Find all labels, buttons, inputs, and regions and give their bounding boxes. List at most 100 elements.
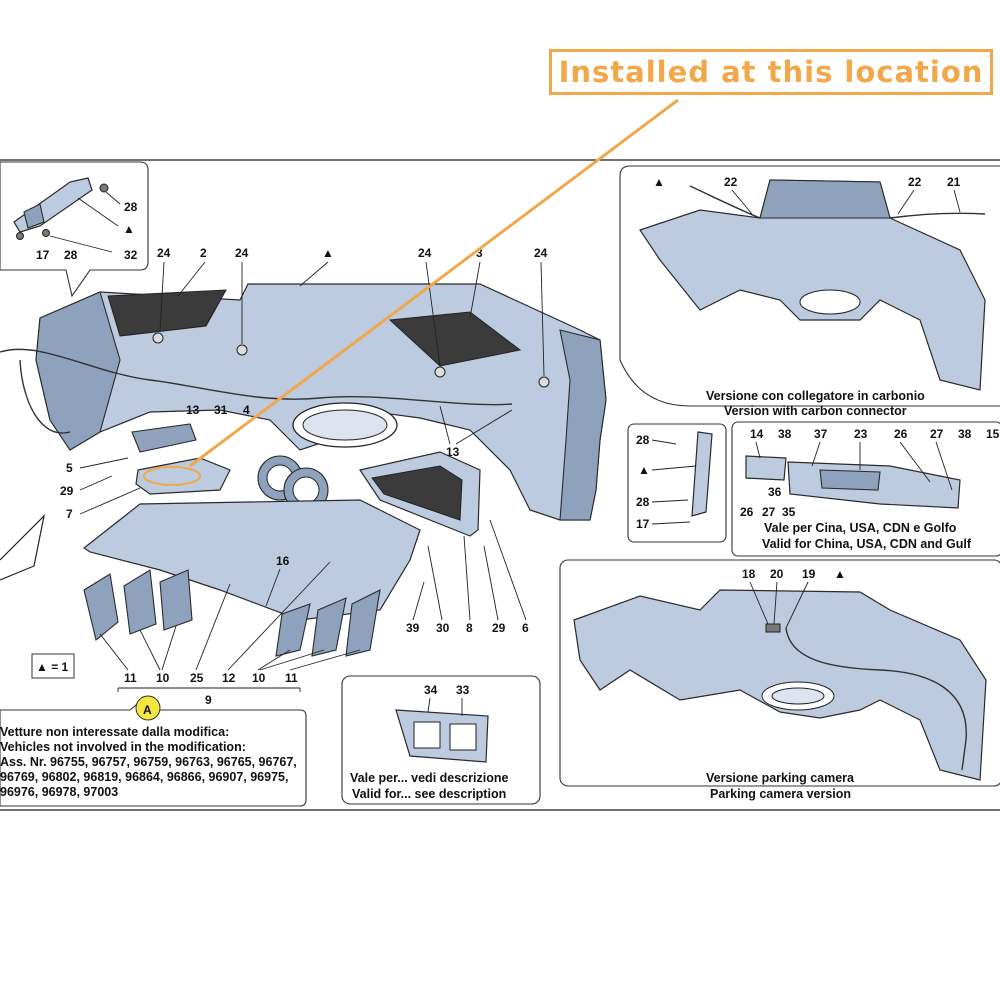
carbon-bumper <box>639 179 986 391</box>
label-38: 38 <box>958 427 972 441</box>
rear-diffuser <box>82 499 421 657</box>
label-24: 24 <box>157 246 171 260</box>
note-line-2: Vehicles not involved in the modificatio… <box>0 740 246 754</box>
label-20: 20 <box>770 567 784 581</box>
label-28: 28 <box>636 495 650 509</box>
callout-pointer <box>189 98 679 468</box>
label-37: 37 <box>814 427 828 441</box>
label-25: 25 <box>190 671 204 685</box>
label-22: 22 <box>724 175 738 189</box>
camera-bumper <box>573 589 987 781</box>
label-11: 11 <box>285 671 298 685</box>
label-12: 12 <box>222 671 236 685</box>
label-13: 13 <box>186 403 200 417</box>
label-6: 6 <box>522 621 529 635</box>
china-parts <box>745 455 961 509</box>
label-32: 32 <box>124 248 138 262</box>
label-14: 14 <box>750 427 764 441</box>
caption-desc-en: Valid for... see description <box>352 787 506 801</box>
label-9: 9 <box>205 693 212 707</box>
triangle-marker: ▲ <box>322 246 334 260</box>
right-mesh <box>371 465 463 521</box>
caption-camera-it: Versione parking camera <box>706 771 855 785</box>
grille-right <box>388 311 522 367</box>
label-16: 16 <box>276 554 290 568</box>
wiring-harness <box>0 348 513 406</box>
label-38: 38 <box>778 427 792 441</box>
label-2: 2 <box>200 246 207 260</box>
note-line-5: 96976, 96978, 97003 <box>0 785 118 799</box>
badge-letter: A <box>143 703 152 717</box>
label-28: 28 <box>124 200 138 214</box>
label-7: 7 <box>66 507 73 521</box>
side-strip <box>691 431 713 517</box>
badge-a <box>135 695 161 721</box>
label-36: 36 <box>768 485 782 499</box>
label-21: 21 <box>947 175 961 189</box>
label-29: 29 <box>492 621 506 635</box>
label-10: 10 <box>156 671 170 685</box>
label-26: 26 <box>740 505 754 519</box>
label-13: 13 <box>446 445 460 459</box>
label-10: 10 <box>252 671 266 685</box>
bumper-clips <box>152 332 550 388</box>
caption-china-it: Vale per Cina, USA, CDN e Golfo <box>764 521 957 535</box>
reflector-assembly <box>131 423 231 495</box>
legend-text: ▲ = 1 <box>36 660 69 674</box>
wiring-harness-branch <box>19 359 71 434</box>
label-4: 4 <box>243 403 250 417</box>
grille-left <box>107 289 227 337</box>
triangle-marker: ▲ <box>123 222 135 236</box>
label-3: 3 <box>476 246 483 260</box>
label-27: 27 <box>930 427 944 441</box>
label-11: 11 <box>124 671 137 685</box>
triangle-marker: ▲ <box>638 463 650 477</box>
note-box <box>0 699 307 807</box>
legend-box <box>31 653 75 679</box>
label-8: 8 <box>466 621 473 635</box>
label-28: 28 <box>636 433 650 447</box>
label-24: 24 <box>418 246 432 260</box>
label-39: 39 <box>406 621 420 635</box>
note-line-1: Vetture non interessate dalla modifica: <box>0 725 229 739</box>
installed-location-callout: Installed at this location <box>549 49 993 95</box>
label-35: 35 <box>782 505 796 519</box>
caption-carbon-it: Versione con collegatore in carbonio <box>706 389 925 403</box>
caption-camera-en: Parking camera version <box>710 787 851 801</box>
label-15: 15 <box>986 427 1000 441</box>
label-34: 34 <box>424 683 438 697</box>
label-27: 27 <box>762 505 776 519</box>
label-17: 17 <box>36 248 50 262</box>
inset-bracket-frame <box>0 161 149 298</box>
plate-holder <box>395 709 489 763</box>
note-line-4: 96769, 96802, 96819, 96864, 96866, 96907… <box>0 770 288 784</box>
camera-wire <box>785 627 967 771</box>
caption-desc-it: Vale per... vedi descrizione <box>350 771 508 785</box>
triangle-marker: ▲ <box>653 175 665 189</box>
label-28: 28 <box>64 248 78 262</box>
caption-china-en: Valid for China, USA, CDN and Gulf <box>762 537 972 551</box>
carbon-clip-wire-right <box>889 212 986 219</box>
label-24: 24 <box>534 246 548 260</box>
triangle-marker: ▲ <box>834 567 846 581</box>
install-location-highlight <box>143 466 201 486</box>
label-24: 24 <box>235 246 249 260</box>
label-31: 31 <box>214 403 228 417</box>
caption-carbon-en: Version with carbon connector <box>724 404 907 418</box>
label-19: 19 <box>802 567 816 581</box>
label-23: 23 <box>854 427 868 441</box>
label-26: 26 <box>894 427 908 441</box>
carbon-clip-wire-left <box>689 185 761 219</box>
label-5: 5 <box>66 461 73 475</box>
view-arrow <box>0 514 45 581</box>
label-17: 17 <box>636 517 650 531</box>
note-line-3: Ass. Nr. 96755, 96757, 96759, 96763, 967… <box>0 755 297 769</box>
label-33: 33 <box>456 683 470 697</box>
label-18: 18 <box>742 567 756 581</box>
bracket-part <box>13 177 109 240</box>
label-30: 30 <box>436 621 450 635</box>
label-22: 22 <box>908 175 922 189</box>
label-29: 29 <box>60 484 74 498</box>
